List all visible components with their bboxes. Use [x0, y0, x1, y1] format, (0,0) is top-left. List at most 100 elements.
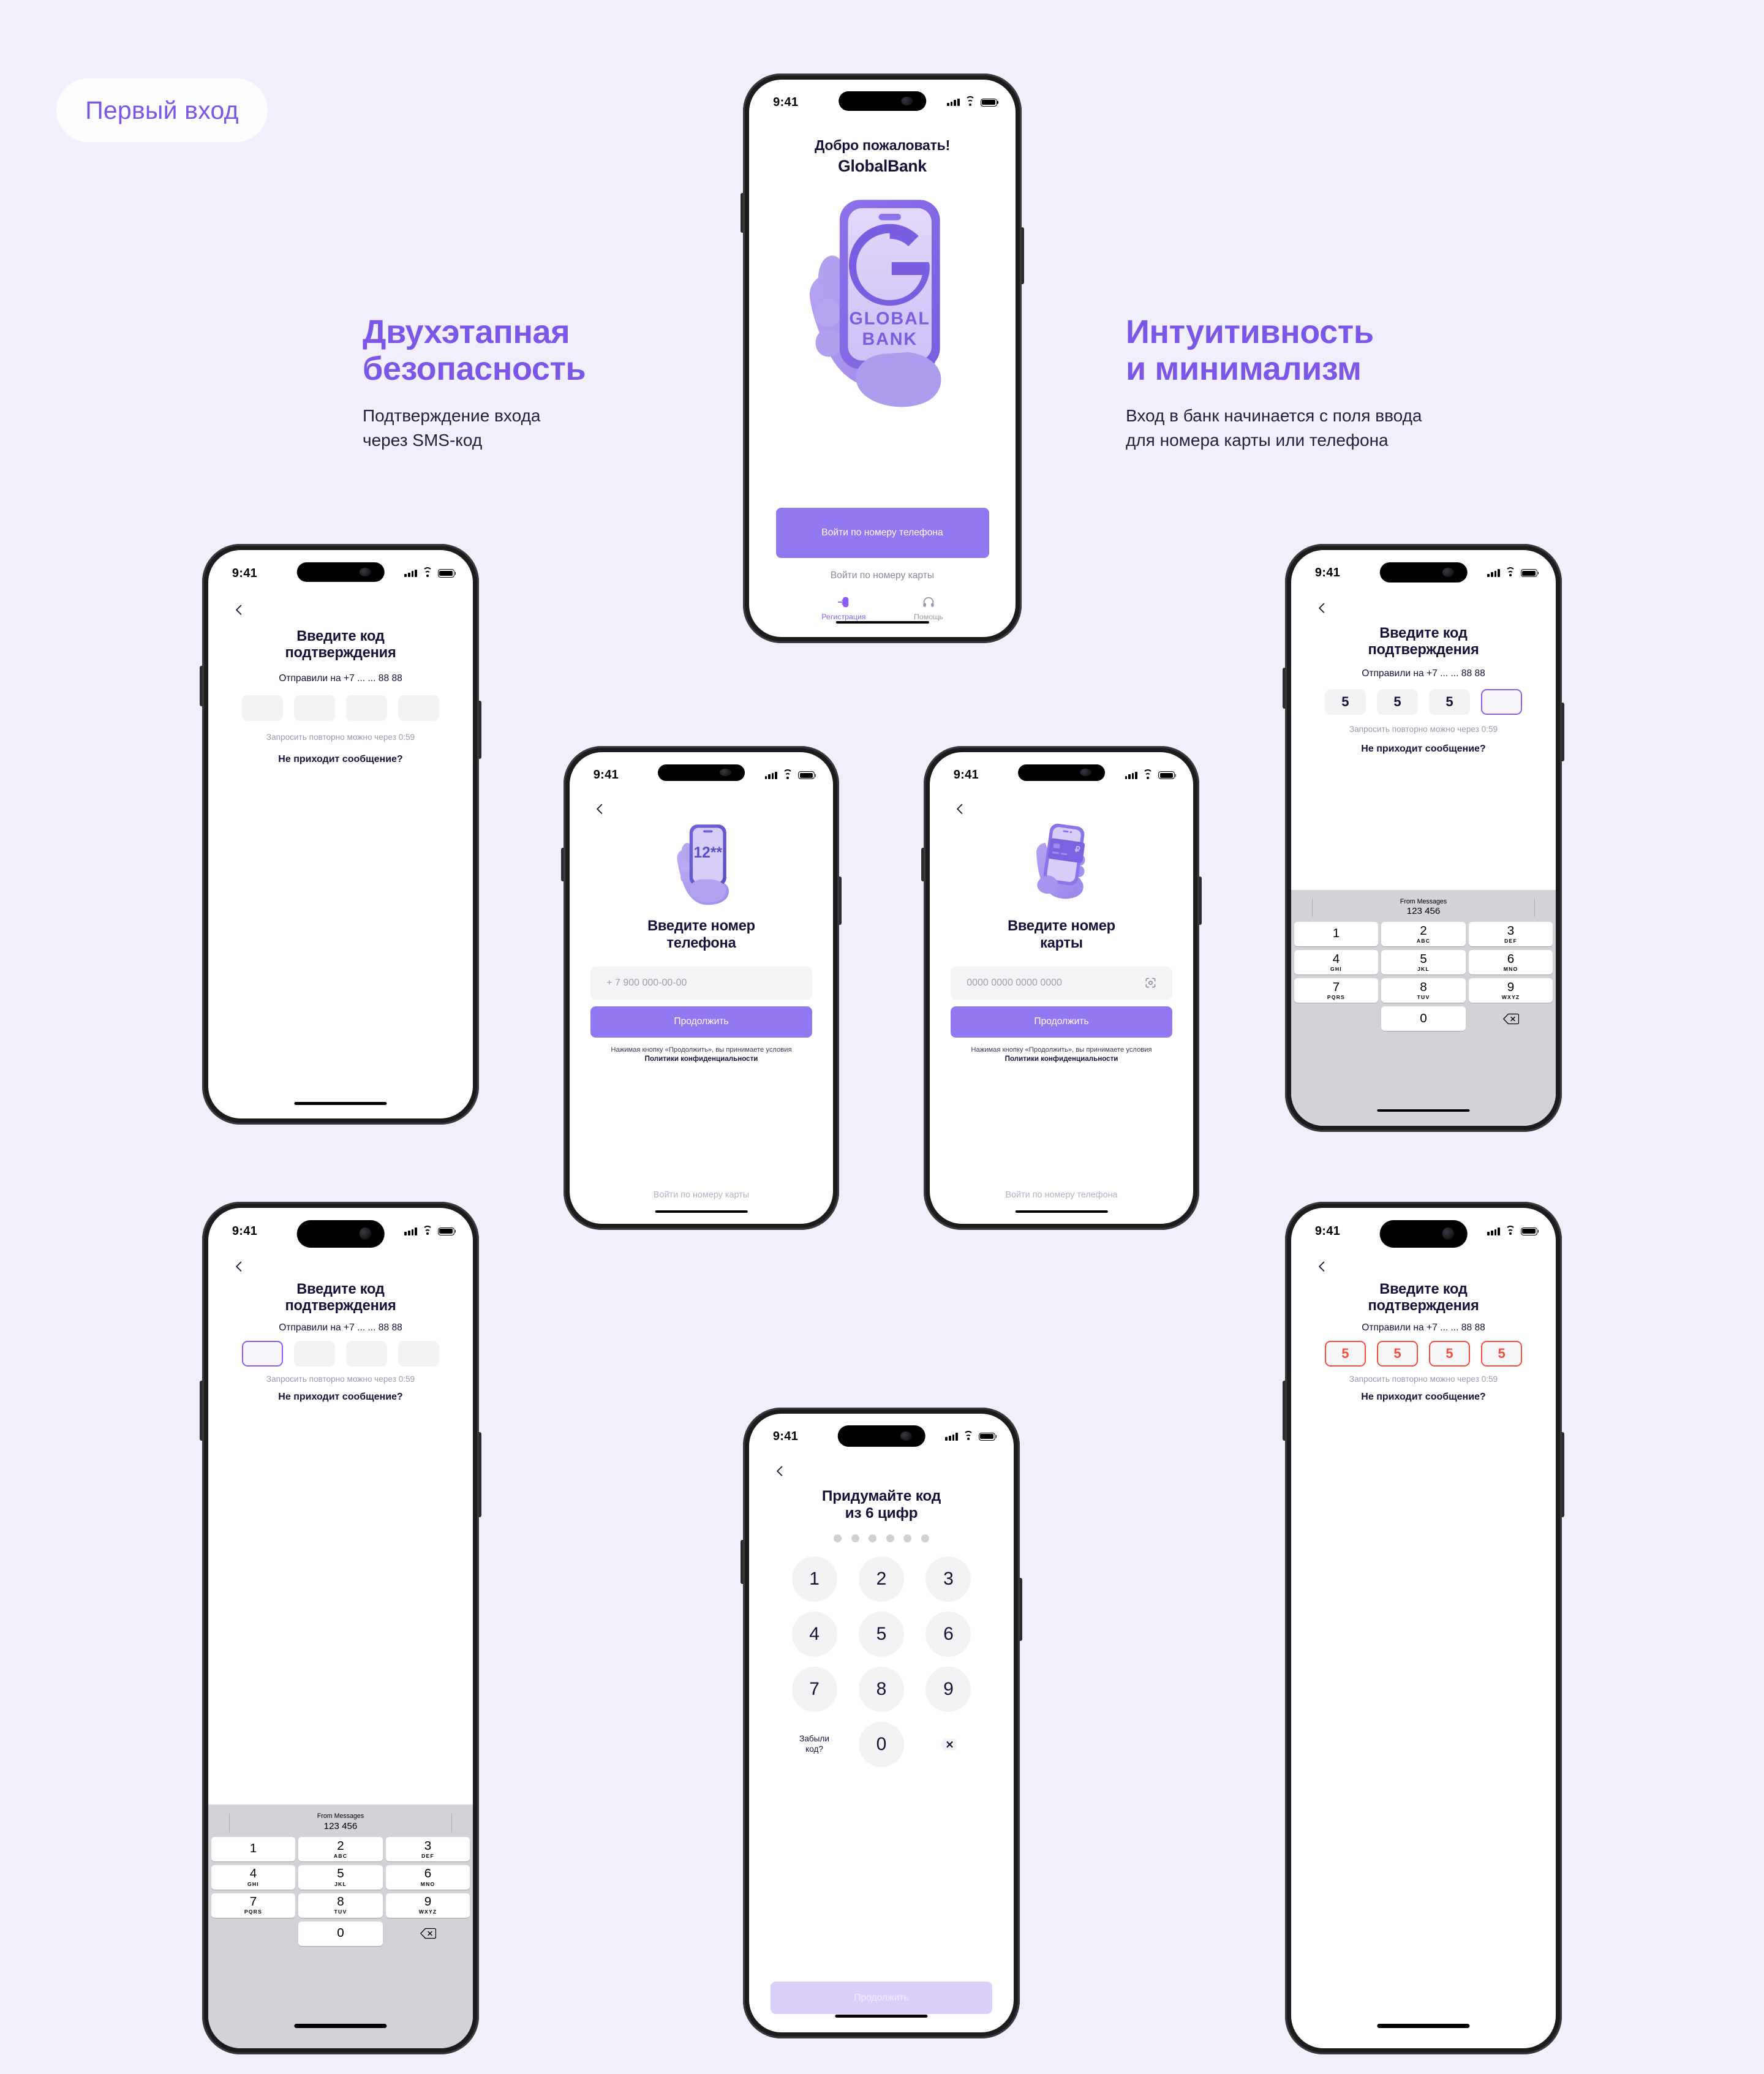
back-chevron-icon[interactable] — [232, 1259, 248, 1275]
code-input-row[interactable]: 5 5 5 5 — [1291, 1341, 1556, 1367]
continue-button[interactable]: Продолжить — [770, 1982, 993, 2014]
privacy-policy-link[interactable]: Политики конфиденциальности — [644, 1055, 758, 1063]
pin-delete-button[interactable] — [925, 1722, 971, 1767]
no-message-link[interactable]: Не приходит сообщение? — [278, 1391, 403, 1402]
close-x-icon — [940, 1738, 957, 1751]
pin-key-4[interactable]: 4 — [791, 1612, 837, 1657]
pin-key-7[interactable]: 7 — [791, 1667, 837, 1713]
card-number-input[interactable]: 0000 0000 0000 0000 — [951, 966, 1172, 1000]
privacy-policy-link[interactable]: Политики конфиденциальности — [1005, 1055, 1118, 1063]
code-cell[interactable]: 5 — [1376, 688, 1418, 715]
code-cell[interactable]: 5 — [1324, 688, 1366, 715]
continue-button[interactable]: Продолжить — [951, 1006, 1172, 1038]
back-chevron-icon[interactable] — [1315, 1259, 1331, 1275]
back-chevron-icon[interactable] — [773, 1463, 789, 1479]
battery-icon — [980, 98, 997, 107]
backspace-icon — [420, 1928, 436, 1939]
tab-help[interactable]: Помощь — [914, 595, 943, 621]
back-chevron-icon[interactable] — [594, 801, 609, 817]
no-message-link[interactable]: Не приходит сообщение? — [1361, 744, 1486, 755]
back-chevron-icon[interactable] — [954, 801, 970, 817]
code-cell[interactable] — [1481, 688, 1523, 715]
code-cell[interactable] — [398, 1341, 440, 1367]
code-cell[interactable]: 5 — [1429, 1341, 1471, 1367]
code-input-row[interactable] — [208, 695, 473, 721]
code-input-row[interactable] — [208, 1341, 473, 1367]
status-time: 9:41 — [232, 1224, 258, 1238]
key-backspace[interactable] — [1469, 1006, 1553, 1031]
keyboard-suggested-code[interactable]: 123 456 — [323, 1820, 358, 1831]
welcome-brand: GlobalBank — [838, 156, 927, 175]
code-cell[interactable] — [293, 695, 335, 721]
keyboard-suggested-code[interactable]: 123 456 — [1406, 906, 1441, 917]
cellular-signal-icon — [945, 1433, 958, 1441]
pin-key-9[interactable]: 9 — [925, 1667, 971, 1713]
key-0[interactable]: 0 — [1381, 1006, 1466, 1031]
pin-key-1[interactable]: 1 — [791, 1556, 837, 1602]
login-by-phone-button[interactable]: Войти по номеру телефона — [775, 508, 989, 559]
no-message-link[interactable]: Не приходит сообщение? — [278, 753, 403, 764]
code-cell[interactable] — [293, 1341, 335, 1367]
keyboard-suggestion[interactable]: From Messages 123 456 — [1294, 894, 1553, 922]
code-cell[interactable]: 5 — [1324, 1341, 1366, 1367]
forgot-code-link[interactable]: Забыли код? — [799, 1734, 829, 1754]
tab-registration[interactable]: Регистрация — [821, 595, 866, 621]
phone-number-input[interactable]: + 7 900 000-00-00 — [590, 966, 812, 1000]
key-1[interactable]: 1 — [1294, 922, 1379, 947]
status-time: 9:41 — [953, 768, 979, 782]
key-backspace[interactable] — [386, 1921, 470, 1946]
back-chevron-icon[interactable] — [232, 602, 248, 618]
code-cell[interactable]: 5 — [1429, 688, 1471, 715]
code-input-row[interactable]: 5 5 5 — [1291, 688, 1556, 715]
dynamic-island — [296, 562, 385, 582]
no-message-link[interactable]: Не приходит сообщение? — [1361, 1391, 1486, 1402]
code-cell[interactable] — [398, 695, 440, 721]
continue-button[interactable]: Продолжить — [590, 1006, 812, 1038]
pin-key-6[interactable]: 6 — [925, 1612, 971, 1657]
cellular-signal-icon — [1487, 569, 1500, 577]
login-by-phone-link[interactable]: Войти по номеру телефона — [1005, 1190, 1118, 1201]
code-sent-to: Отправили на +7 ... ... 88 88 — [279, 673, 402, 684]
card-scan-icon[interactable] — [1145, 977, 1156, 989]
keyboard-suggestion[interactable]: From Messages 123 456 — [211, 1808, 470, 1837]
code-cell[interactable]: 5 — [1481, 1341, 1523, 1367]
login-by-card-link[interactable]: Войти по номеру карты — [653, 1190, 750, 1201]
key-0[interactable]: 0 — [298, 1921, 383, 1946]
key-1[interactable]: 1 — [211, 1837, 296, 1861]
code-cell[interactable] — [346, 1341, 388, 1367]
pin-key-0[interactable]: 0 — [858, 1722, 904, 1768]
pin-key-2[interactable]: 2 — [858, 1556, 904, 1602]
login-by-card-link[interactable]: Войти по номеру карты — [830, 570, 935, 581]
code-cell[interactable] — [241, 1341, 283, 1367]
code-cell[interactable] — [346, 695, 388, 721]
pin-key-3[interactable]: 3 — [925, 1556, 971, 1602]
status-time: 9:41 — [232, 566, 258, 580]
back-chevron-icon[interactable] — [1315, 600, 1331, 616]
pin-key-8[interactable]: 8 — [858, 1667, 904, 1713]
code-cell[interactable] — [241, 695, 283, 721]
pin-keypad[interactable]: 1 2 3 4 5 6 7 8 9 Забыли код? 0 — [749, 1556, 1014, 1768]
code-cell[interactable]: 5 — [1376, 1341, 1418, 1367]
pin-key-5[interactable]: 5 — [858, 1612, 904, 1657]
wifi-icon — [963, 1430, 973, 1441]
